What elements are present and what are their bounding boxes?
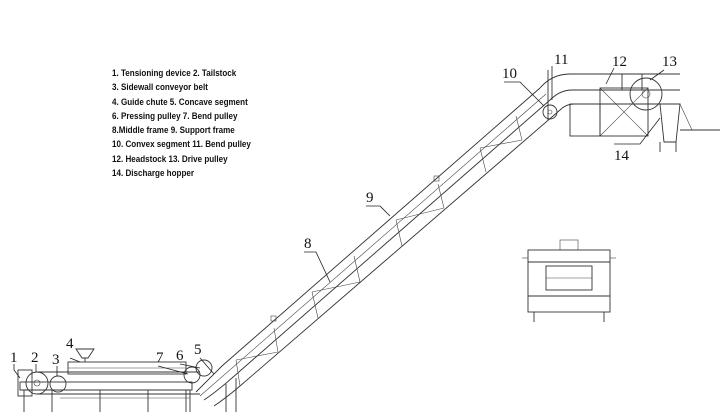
leader-7 bbox=[157, 365, 189, 375]
leader-10 bbox=[504, 81, 545, 107]
support-diagonal bbox=[311, 281, 361, 293]
support-diagonal bbox=[235, 351, 279, 361]
support-brace bbox=[353, 255, 361, 283]
callout-3: 3 bbox=[52, 352, 60, 368]
incline-lower-rail bbox=[213, 109, 561, 407]
legend-line: 1. Tensioning device 2. Tailstock bbox=[112, 67, 237, 78]
callout-14: 14 bbox=[614, 148, 630, 164]
bend-pulley-7 bbox=[183, 366, 201, 384]
support-brace bbox=[479, 147, 487, 173]
cross-section-frame bbox=[527, 249, 611, 313]
cross-section-cap bbox=[559, 239, 579, 251]
tensioning-device bbox=[17, 369, 33, 397]
leader-lines bbox=[13, 66, 665, 379]
leader-9 bbox=[366, 205, 391, 217]
cross-section-view bbox=[522, 239, 616, 322]
inclined-section bbox=[195, 87, 561, 412]
platform-brace bbox=[679, 103, 693, 131]
leader-14 bbox=[614, 117, 661, 145]
callout-7: 7 bbox=[156, 350, 164, 366]
guide-chute bbox=[75, 348, 95, 359]
leader-12 bbox=[605, 67, 615, 85]
drive-pulley-hub bbox=[641, 89, 651, 99]
callout-9: 9 bbox=[366, 190, 374, 206]
convex-segment-mid bbox=[549, 89, 680, 101]
convex-segment-low bbox=[559, 103, 660, 111]
belt-pulley bbox=[49, 375, 67, 393]
support-brace bbox=[235, 359, 241, 387]
bend-pulley-11 bbox=[542, 104, 558, 120]
tail-base-frame bbox=[19, 381, 193, 391]
incline-upper-rail bbox=[195, 87, 541, 393]
drive-pulley bbox=[629, 77, 663, 111]
bend-pulley-hub bbox=[547, 109, 553, 115]
support-brace bbox=[395, 219, 403, 247]
legend-line: 8.Middle frame 9. Support frame bbox=[112, 124, 235, 136]
callout-4: 4 bbox=[66, 336, 74, 352]
callout-11: 11 bbox=[554, 52, 568, 68]
legend-line: 14. Discharge hopper bbox=[112, 167, 194, 179]
callout-numbers: 1 2 3 4 5 6 7 8 9 10 11 12 13 14 bbox=[10, 52, 677, 368]
support-brace bbox=[273, 327, 279, 353]
callout-12: 12 bbox=[612, 54, 627, 70]
callout-1: 1 bbox=[10, 350, 18, 366]
leader-6 bbox=[179, 363, 201, 369]
leader-5 bbox=[199, 357, 215, 375]
tail-pulley bbox=[25, 371, 49, 395]
legend-line: 3. Sidewall conveyor belt bbox=[112, 81, 208, 93]
bolt bbox=[270, 315, 277, 322]
callout-2: 2 bbox=[31, 350, 39, 366]
leader-8 bbox=[304, 251, 331, 283]
parts-legend: 1. Tensioning device 2. Tailstock 3. Sid… bbox=[112, 66, 251, 180]
tail-pulley-hub bbox=[33, 379, 41, 387]
legend-line: 6. Pressing pulley 7. Bend pulley bbox=[112, 109, 238, 121]
head-support bbox=[569, 103, 601, 137]
headstock-brace bbox=[599, 87, 649, 137]
pressing-pulley-6 bbox=[195, 359, 213, 377]
leader-1 bbox=[13, 364, 21, 379]
leader-13 bbox=[649, 69, 665, 81]
support-brace bbox=[311, 291, 319, 319]
head-section bbox=[539, 70, 720, 152]
support-brace bbox=[437, 183, 445, 209]
leader-4 bbox=[69, 357, 81, 363]
callout-6: 6 bbox=[176, 348, 184, 364]
bolt bbox=[433, 175, 440, 182]
incline-middle-rail bbox=[203, 99, 551, 401]
convex-segment-top bbox=[539, 73, 680, 89]
drive-guard bbox=[621, 73, 643, 91]
callout-5: 5 bbox=[194, 342, 202, 358]
callout-10: 10 bbox=[502, 66, 517, 82]
incline-belt-line bbox=[199, 93, 547, 397]
callout-8: 8 bbox=[304, 236, 312, 252]
discharge-hopper bbox=[659, 103, 681, 143]
support-diagonal bbox=[479, 139, 523, 149]
support-brace bbox=[515, 115, 523, 141]
support-diagonal bbox=[395, 207, 445, 221]
legend-line: 12. Headstock 13. Drive pulley bbox=[112, 152, 228, 164]
legend-line: 10. Convex segment 11. Bend pulley bbox=[112, 138, 251, 150]
tail-section bbox=[17, 348, 213, 412]
callout-13: 13 bbox=[662, 54, 677, 70]
legend-line: 4. Guide chute 5. Concave segment bbox=[112, 95, 248, 107]
